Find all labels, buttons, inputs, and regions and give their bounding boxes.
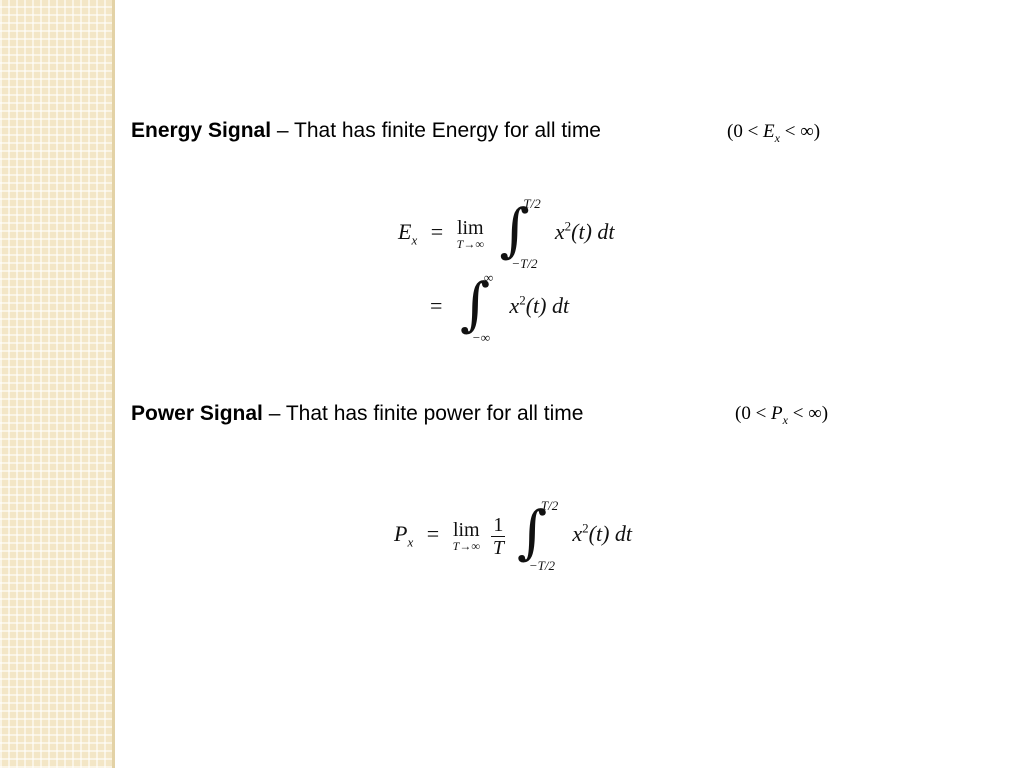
decorative-sidebar — [0, 0, 112, 768]
power-signal-term: Power Signal — [131, 402, 263, 425]
power-signal-line: Power Signal – That has finite power for… — [131, 402, 583, 426]
ex-lhs: E — [398, 219, 412, 245]
integral-sign: ∫T/2−T/2 — [499, 196, 541, 271]
energy-equation-2: = ∫∞−∞ x2(t) dt — [430, 270, 570, 345]
sidebar-edge — [112, 0, 115, 768]
energy-signal-desc: – That has finite Energy for all time — [271, 119, 601, 142]
power-condition: (0 < Px < ∞) — [735, 403, 829, 427]
integral-sign: ∫T/2−T/2 — [516, 498, 559, 573]
power-signal-desc: – That has finite power for all time — [262, 402, 584, 425]
energy-signal-line: Energy Signal – That has finite Energy f… — [131, 119, 601, 143]
integral-sign: ∫∞−∞ — [459, 270, 494, 345]
energy-condition: (0 < Ex < ∞) — [727, 121, 821, 145]
energy-signal-term: Energy Signal — [131, 119, 272, 142]
